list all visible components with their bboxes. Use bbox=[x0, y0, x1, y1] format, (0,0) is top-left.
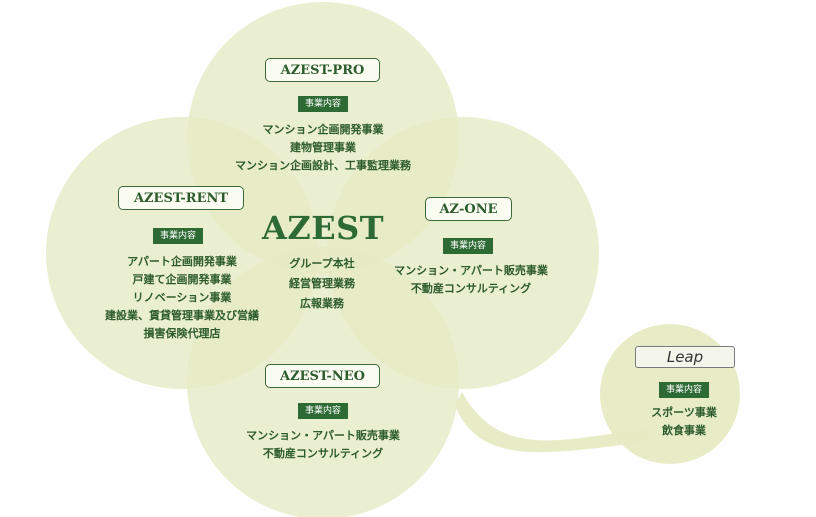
business-item: スポーツ事業 bbox=[651, 406, 717, 419]
leap-logo-text: Leap bbox=[666, 348, 704, 366]
hq-business-list: グループ本社 経営管理業務 広報業務 bbox=[289, 254, 355, 314]
company-name-azest-rent: AZEST-RENT bbox=[118, 186, 244, 210]
hq-business-item: グループ本社 bbox=[289, 257, 355, 270]
business-item: アパート企画開発事業 bbox=[127, 255, 237, 268]
business-item: 建設業、賃貸管理事業及び営繕 bbox=[105, 309, 259, 322]
company-logo-leap: Leap bbox=[635, 346, 735, 368]
hq-business-item: 経営管理業務 bbox=[289, 277, 355, 290]
company-name-azest-pro: AZEST-PRO bbox=[265, 58, 380, 82]
business-item: 飲食事業 bbox=[662, 424, 706, 437]
business-item: リノベーション事業 bbox=[132, 291, 232, 304]
group-hq-title: AZEST bbox=[262, 209, 384, 247]
business-tag-rent: 事業内容 bbox=[152, 228, 204, 244]
company-name-azest-neo: AZEST-NEO bbox=[265, 364, 380, 388]
company-name-az-one: AZ-ONE bbox=[425, 197, 512, 221]
business-list-rent: アパート企画開発事業 戸建て企画開発事業 リノベーション事業 建設業、賃貸管理事… bbox=[105, 253, 259, 343]
business-list-pro: マンション企画開発事業 建物管理事業 マンション企画設計、工事監理業務 bbox=[235, 121, 411, 175]
business-item: マンション企画設計、工事監理業務 bbox=[235, 159, 411, 172]
business-item: マンション・アパート販売事業 bbox=[246, 429, 400, 442]
business-item: 建物管理事業 bbox=[290, 141, 356, 154]
business-list-leap: スポーツ事業 飲食事業 bbox=[651, 404, 717, 440]
business-tag-one: 事業内容 bbox=[442, 238, 494, 254]
business-item: マンション・アパート販売事業 bbox=[394, 264, 548, 277]
business-item: マンション企画開発事業 bbox=[262, 123, 384, 136]
business-item: 戸建て企画開発事業 bbox=[132, 273, 232, 286]
business-tag-pro: 事業内容 bbox=[297, 96, 349, 112]
business-tag-leap: 事業内容 bbox=[658, 382, 710, 398]
business-list-neo: マンション・アパート販売事業 不動産コンサルティング bbox=[246, 427, 400, 463]
business-item: 損害保険代理店 bbox=[143, 327, 221, 340]
leap-connector bbox=[455, 392, 650, 453]
business-tag-neo: 事業内容 bbox=[297, 403, 349, 419]
business-list-one: マンション・アパート販売事業 不動産コンサルティング bbox=[394, 262, 548, 298]
business-item: 不動産コンサルティング bbox=[262, 447, 384, 460]
hq-business-item: 広報業務 bbox=[300, 297, 344, 310]
business-item: 不動産コンサルティング bbox=[410, 282, 532, 295]
